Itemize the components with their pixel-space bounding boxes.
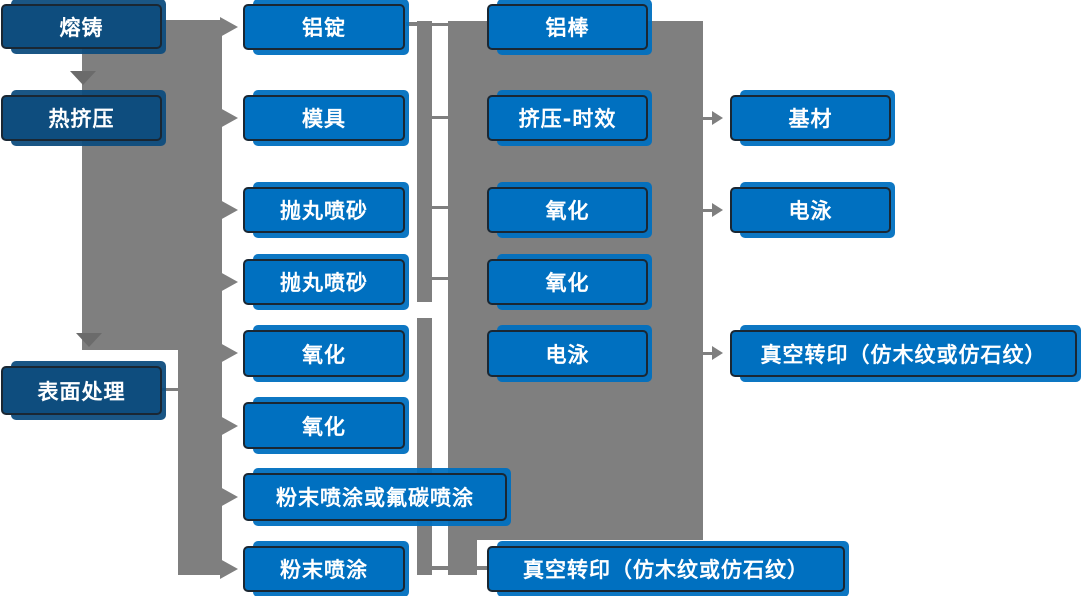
connector-substrate-shaft bbox=[703, 117, 715, 120]
connector-middle-bar-lower bbox=[417, 318, 432, 575]
arrow-right-icon bbox=[220, 108, 238, 128]
arrow-right-icon bbox=[220, 200, 238, 220]
node-oxidation-2: 氧化 bbox=[243, 397, 409, 454]
node-label: 抛丸喷砂 bbox=[243, 259, 405, 305]
arrow-right-icon bbox=[712, 203, 723, 217]
node-shot-blasting-2: 抛丸喷砂 bbox=[243, 254, 409, 310]
node-label: 熔铸 bbox=[1, 4, 162, 49]
arrow-right-icon bbox=[712, 346, 723, 360]
arrow-right-icon bbox=[220, 343, 238, 363]
arrow-down-icon bbox=[70, 71, 96, 85]
connector-electrophoresis-shaft bbox=[703, 209, 715, 212]
node-label: 抛丸喷砂 bbox=[243, 187, 405, 233]
node-electrophoresis-1: 电泳 bbox=[487, 325, 652, 382]
connector-vacuum-transfer-shaft bbox=[703, 352, 715, 355]
node-label: 氧化 bbox=[243, 402, 405, 449]
arrow-right-icon bbox=[220, 559, 238, 579]
node-substrate: 基材 bbox=[730, 90, 895, 146]
connector-left-block bbox=[82, 20, 222, 350]
node-oxidation-4: 氧化 bbox=[487, 254, 652, 310]
node-powder-or-fluorocarbon-coating: 粉末喷涂或氟碳喷涂 bbox=[243, 468, 511, 526]
node-shot-blasting-1: 抛丸喷砂 bbox=[243, 182, 409, 238]
node-label: 氧化 bbox=[487, 187, 648, 233]
node-vacuum-transfer-bottom: 真空转印（仿木纹或仿石纹） bbox=[487, 541, 849, 596]
node-label: 氧化 bbox=[243, 330, 405, 377]
node-hot-extrusion: 热挤压 bbox=[1, 90, 166, 146]
node-electrophoresis-2: 电泳 bbox=[730, 182, 895, 238]
arrow-right-icon bbox=[220, 272, 238, 292]
node-powder-coating: 粉末喷涂 bbox=[243, 541, 409, 596]
connector-row1-stub bbox=[432, 23, 448, 26]
connector-surface-treatment-stub bbox=[162, 388, 178, 391]
node-label: 模具 bbox=[243, 95, 405, 141]
arrow-right-icon bbox=[220, 416, 238, 436]
connector-row3-stub bbox=[432, 206, 448, 209]
node-aluminum-ingot: 铝锭 bbox=[243, 0, 409, 55]
node-smelting: 熔铸 bbox=[1, 0, 166, 54]
connector-ingot-stub bbox=[406, 22, 417, 26]
node-label: 铝棒 bbox=[487, 4, 648, 50]
connector-middle-bar-upper bbox=[417, 21, 432, 302]
node-oxidation-1: 氧化 bbox=[243, 325, 409, 382]
node-surface-treatment: 表面处理 bbox=[1, 361, 166, 420]
node-oxidation-3: 氧化 bbox=[487, 182, 652, 238]
node-label: 真空转印（仿木纹或仿石纹） bbox=[730, 330, 1077, 377]
node-label: 粉末喷涂 bbox=[243, 546, 405, 592]
node-mold: 模具 bbox=[243, 90, 409, 146]
arrow-down-icon bbox=[76, 333, 102, 347]
node-label: 电泳 bbox=[730, 187, 891, 233]
node-label: 电泳 bbox=[487, 330, 648, 377]
node-label: 基材 bbox=[730, 95, 891, 141]
connector-right-block-tab bbox=[448, 540, 477, 575]
node-label: 铝锭 bbox=[243, 4, 405, 50]
node-label: 真空转印（仿木纹或仿石纹） bbox=[487, 546, 845, 592]
arrow-right-icon bbox=[220, 17, 238, 37]
node-label: 热挤压 bbox=[1, 95, 162, 141]
node-vacuum-transfer-right: 真空转印（仿木纹或仿石纹） bbox=[730, 325, 1081, 382]
node-extrusion-aging: 挤压-时效 bbox=[487, 90, 652, 146]
node-label: 表面处理 bbox=[1, 366, 162, 415]
node-label: 挤压-时效 bbox=[487, 95, 648, 141]
connector-row2-stub bbox=[432, 116, 448, 119]
node-label: 粉末喷涂或氟碳喷涂 bbox=[243, 473, 507, 521]
connector-row4-stub bbox=[432, 277, 448, 280]
node-aluminum-rod: 铝棒 bbox=[487, 0, 652, 55]
connector-left-trunk bbox=[178, 350, 222, 575]
arrow-right-icon bbox=[220, 487, 238, 507]
arrow-right-icon bbox=[712, 111, 723, 125]
node-label: 氧化 bbox=[487, 259, 648, 305]
